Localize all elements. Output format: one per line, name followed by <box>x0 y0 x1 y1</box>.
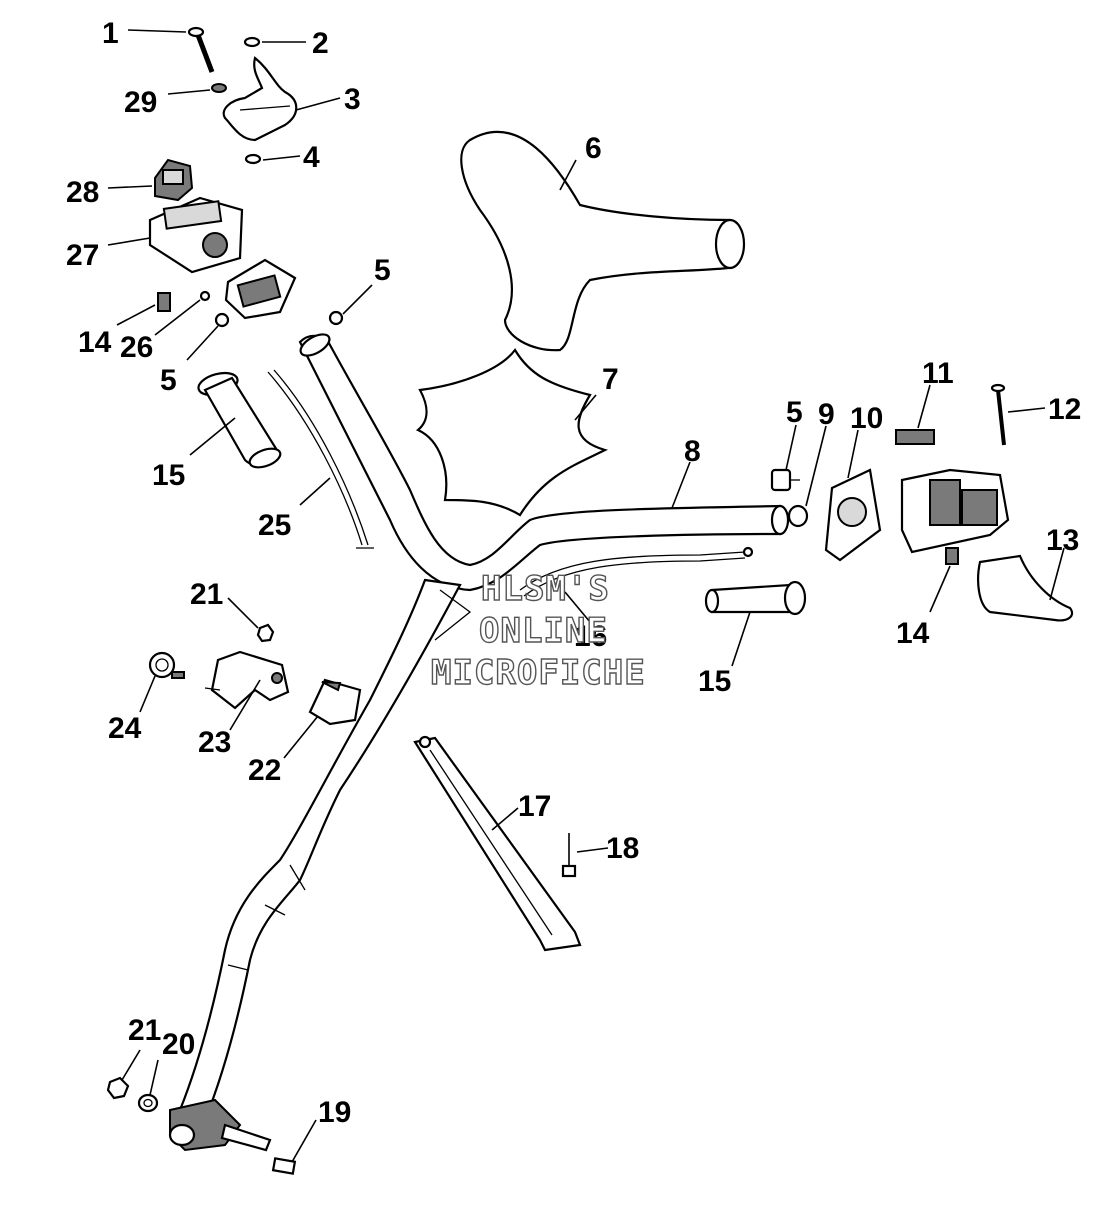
callout-6: 6 <box>585 132 602 165</box>
callout-10: 10 <box>850 402 883 435</box>
clip-part-2 <box>243 36 261 48</box>
callout-17: 17 <box>518 790 551 823</box>
screw-small-part-26 <box>199 290 211 302</box>
callout-4: 4 <box>303 141 320 174</box>
callout-11: 11 <box>922 357 954 390</box>
callout-2: 2 <box>312 27 329 60</box>
nut-part-21 <box>256 623 275 643</box>
bolt-part-18 <box>561 833 577 878</box>
spring-part-14-right <box>945 547 959 565</box>
throttle-cable-part-25 <box>267 369 374 549</box>
cover-part-26 <box>224 258 297 320</box>
callout-25: 25 <box>258 509 291 542</box>
handlebar-pad-part-6 <box>460 130 746 352</box>
callout-26: 26 <box>120 331 153 364</box>
label-part-11 <box>895 429 935 445</box>
callout-3: 3 <box>344 83 361 116</box>
screw-part-5-upper-right <box>770 468 800 492</box>
screw-part-5-right <box>328 310 344 326</box>
throttle-housing <box>900 468 1010 554</box>
plate-part-10 <box>824 468 882 562</box>
clip-part-4 <box>244 153 262 165</box>
watermark: HLSM'S ONLINE MICROFICHE <box>430 568 646 693</box>
callout-14-right: 14 <box>896 617 930 650</box>
washer-part-29 <box>211 83 227 93</box>
callout-14-left: 14 <box>78 326 112 359</box>
callout-24: 24 <box>108 712 142 745</box>
bushing-part-9 <box>787 504 809 528</box>
callout-21-upper: 21 <box>190 578 223 611</box>
brace-part-17 <box>413 735 582 952</box>
pad-foam-part-7 <box>415 348 609 517</box>
callout-5-top: 5 <box>374 254 391 287</box>
steering-lower-bracket <box>168 1098 272 1152</box>
callout-27: 27 <box>66 239 99 272</box>
callout-19: 19 <box>318 1096 351 1129</box>
boot-part-28 <box>154 158 194 202</box>
cable-part-16 <box>519 546 754 597</box>
callout-28: 28 <box>66 176 99 209</box>
callout-16: 16 <box>574 620 607 653</box>
bracket-part-23 <box>204 650 290 710</box>
callout-29: 29 <box>124 86 157 119</box>
lever-part-13 <box>977 554 1074 622</box>
housing-part-27 <box>148 196 244 274</box>
bracket-part-22 <box>308 678 362 726</box>
callout-20: 20 <box>162 1028 195 1061</box>
watermark-line-2: ONLINE <box>479 611 608 651</box>
bolt-part-12 <box>990 383 1006 446</box>
spring-part-14-left <box>157 292 171 312</box>
nut-lower-part-21 <box>106 1076 130 1100</box>
handlebar-part-8 <box>298 333 790 592</box>
grip-right-part-15 <box>704 580 807 616</box>
callout-5-left: 5 <box>160 364 177 397</box>
callout-5-right: 5 <box>786 396 803 429</box>
callout-15-left: 15 <box>152 459 185 492</box>
clamp-part-24 <box>148 651 185 679</box>
callout-7: 7 <box>602 363 619 396</box>
washer-part-20 <box>137 1093 159 1113</box>
callout-8: 8 <box>684 435 701 468</box>
callout-1: 1 <box>102 17 119 50</box>
callout-15-right: 15 <box>698 665 731 698</box>
callout-9: 9 <box>818 398 835 431</box>
bolt-part-19 <box>271 1157 297 1175</box>
callout-18: 18 <box>606 832 639 865</box>
callout-21-lower: 21 <box>128 1014 161 1047</box>
callout-12: 12 <box>1048 393 1081 426</box>
screw-part-5-left <box>214 312 230 328</box>
callout-labels: 1 2 29 3 4 28 27 14 26 5 5 6 7 15 25 8 5… <box>66 17 1081 1129</box>
callout-22: 22 <box>248 754 281 787</box>
callout-13: 13 <box>1046 524 1079 557</box>
grip-left-part-15 <box>197 371 282 469</box>
bolt-part-1 <box>187 26 215 73</box>
leader-lines <box>107 29 1065 1163</box>
watermark-line-3: MICROFICHE <box>431 653 646 693</box>
lever-part-3 <box>222 56 298 142</box>
watermark-line-1: HLSM'S <box>481 569 610 609</box>
callout-23: 23 <box>198 726 231 759</box>
